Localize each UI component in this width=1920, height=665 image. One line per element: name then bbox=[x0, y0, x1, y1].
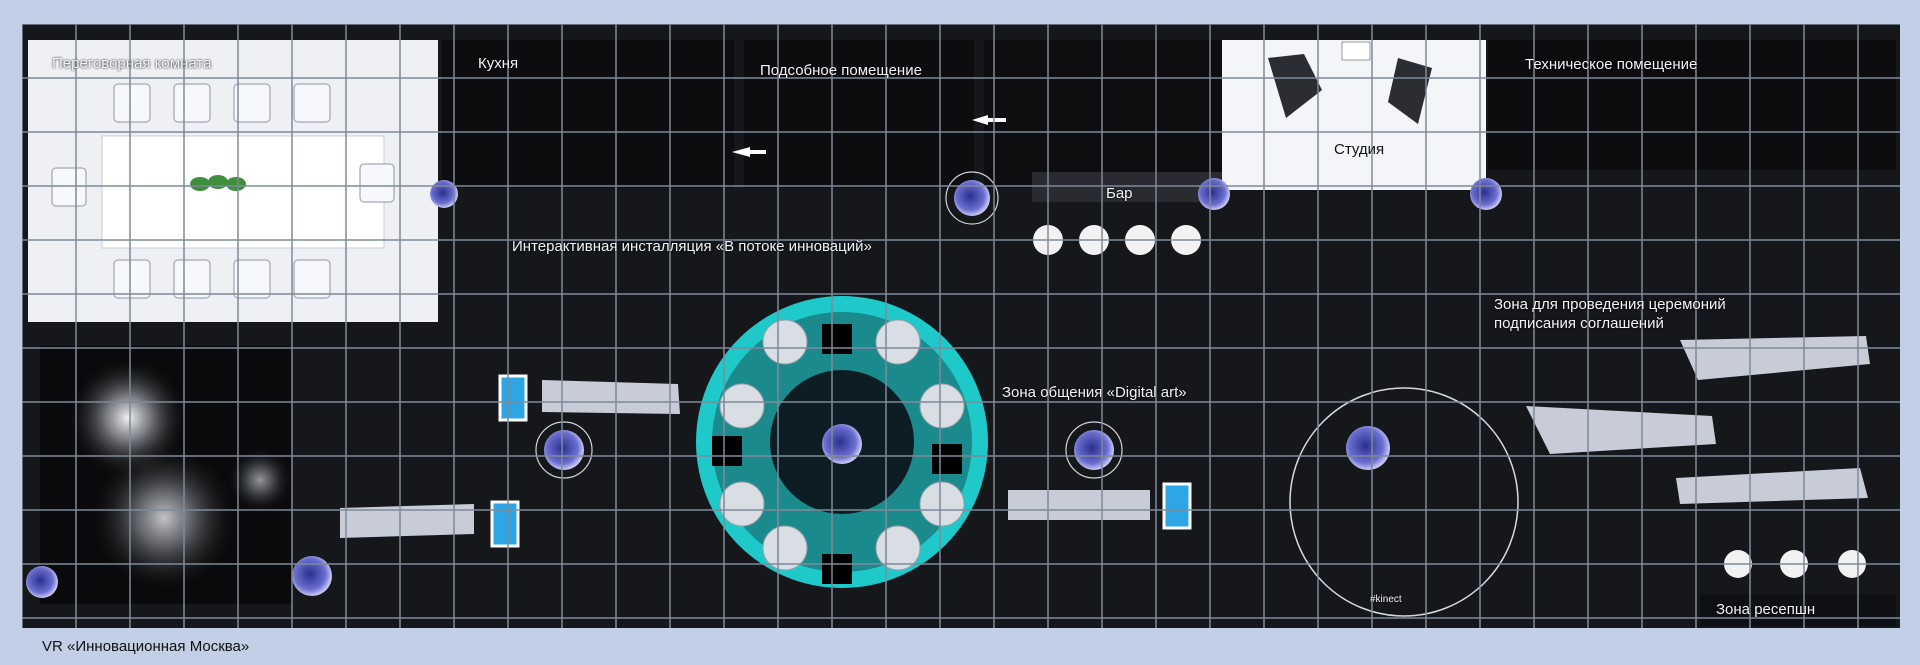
utility-room bbox=[744, 40, 974, 188]
label-utility-room: Подсобное помещение bbox=[760, 62, 922, 79]
label-kinect: #kinect bbox=[1370, 594, 1402, 605]
light-spots bbox=[40, 346, 294, 604]
label-ceremony-zone: Зона для проведения церемоний подписания… bbox=[1494, 296, 1726, 332]
label-installation: Интерактивная инсталляция «В потоке инно… bbox=[512, 238, 872, 255]
label-meeting-room: Переговорная комната bbox=[52, 55, 212, 72]
bar-counter bbox=[1032, 172, 1228, 202]
plan-title: VR «Инновационная Москва» bbox=[42, 638, 250, 655]
label-reception: Зона ресепшн bbox=[1716, 601, 1816, 618]
floor-grid bbox=[22, 24, 1900, 628]
label-digital-art: Зона общения «Digital art» bbox=[1002, 384, 1187, 401]
label-bar: Бар bbox=[1106, 185, 1133, 202]
benches bbox=[340, 336, 1870, 538]
technical-room bbox=[1488, 40, 1896, 170]
floor-plan: Переговорная комната Кухня Подсобное пом… bbox=[22, 24, 1900, 628]
kitchen-room bbox=[442, 40, 734, 188]
reception-desk bbox=[1700, 594, 1896, 626]
meeting-chairs bbox=[51, 83, 395, 299]
pod-rings bbox=[535, 171, 1123, 479]
label-studio: Студия bbox=[1334, 141, 1385, 158]
kinect-area bbox=[1289, 387, 1519, 617]
arrow-icon bbox=[732, 115, 1006, 157]
studio-room bbox=[1222, 40, 1486, 190]
meeting-room bbox=[28, 40, 438, 322]
corridor-room bbox=[984, 40, 1234, 188]
round-installation bbox=[696, 296, 988, 588]
floor-plan-drawing bbox=[22, 24, 1900, 628]
label-technical-room: Техническое помещение bbox=[1525, 56, 1698, 73]
label-kitchen: Кухня bbox=[478, 55, 519, 72]
